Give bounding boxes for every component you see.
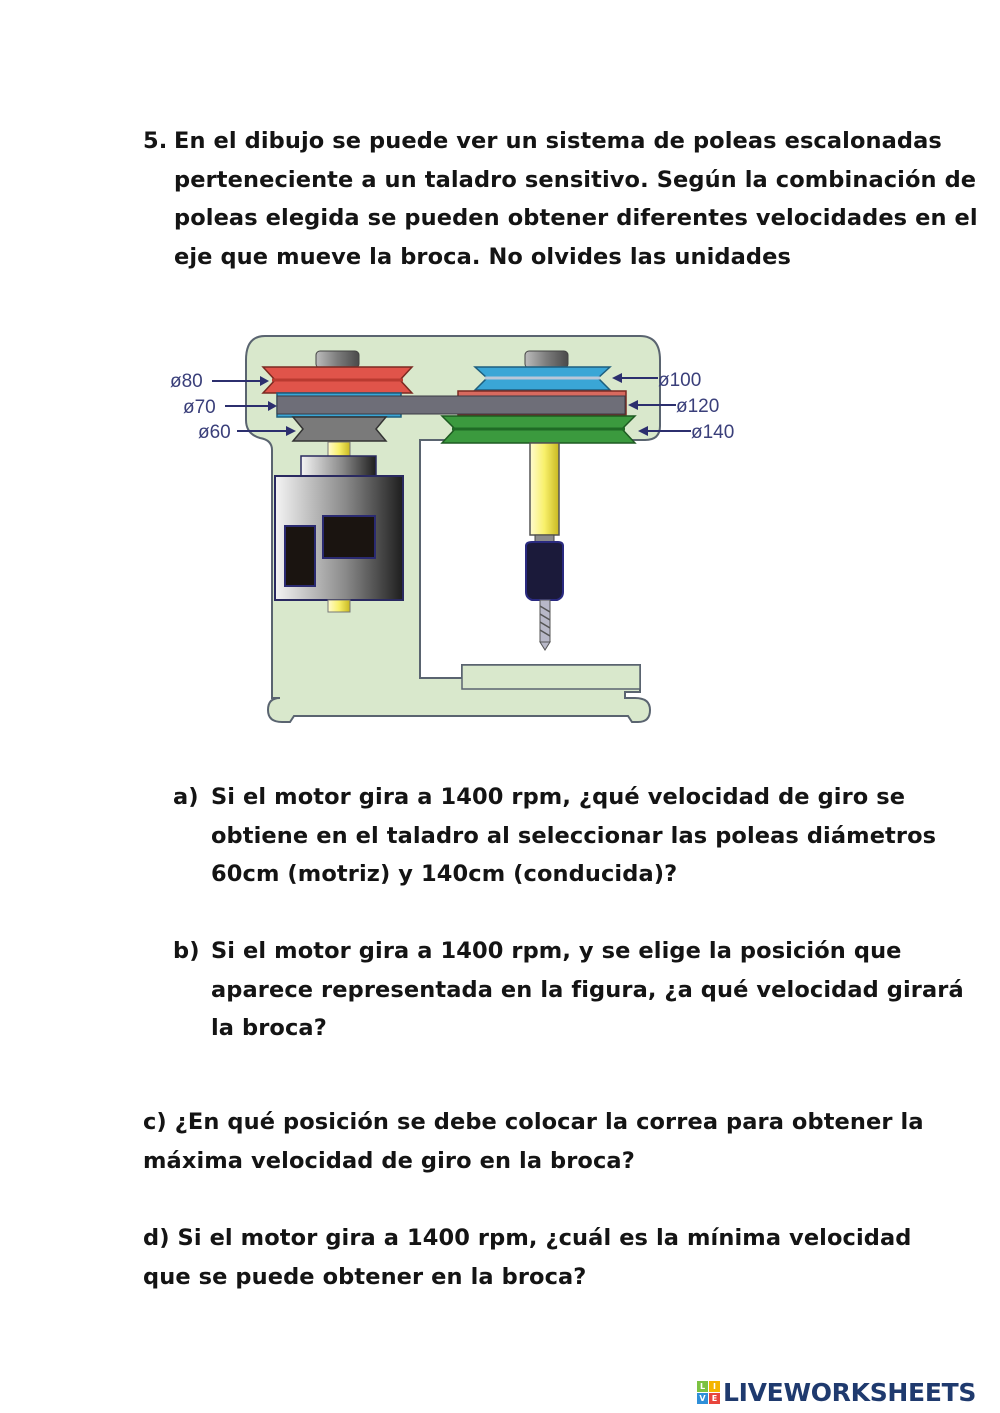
subquestion-d: d) Si el motor gira a 1400 rpm, ¿cuál es… bbox=[143, 1219, 912, 1296]
label-d80: ø80 bbox=[170, 371, 203, 392]
logo-block-i: I bbox=[709, 1380, 720, 1392]
text-line: poleas elegida se pueden obtener diferen… bbox=[174, 205, 978, 231]
label-d100: ø100 bbox=[658, 370, 701, 391]
drill-pulley-labels: ø100 ø120 ø140 bbox=[612, 370, 734, 443]
belt bbox=[276, 395, 626, 415]
question-number: 5. bbox=[143, 128, 168, 154]
logo-block-l: L bbox=[697, 1380, 708, 1392]
text-line: Si el motor gira a 1400 rpm, ¿qué veloci… bbox=[211, 784, 906, 810]
drill-spindle bbox=[525, 442, 564, 651]
subquestion-b: b) Si el motor gira a 1400 rpm, y se eli… bbox=[173, 932, 964, 1048]
subquestion-c: c) ¿En qué posición se debe colocar la c… bbox=[143, 1103, 924, 1180]
live-blocks-icon: L I V E bbox=[697, 1380, 720, 1404]
label-d60: ø60 bbox=[198, 422, 231, 443]
brand-name: LIVEWORKSHEETS bbox=[723, 1377, 977, 1407]
logo-block-e: E bbox=[709, 1392, 720, 1404]
text-line: que se puede obtener en la broca? bbox=[143, 1263, 587, 1290]
motor-nut-icon bbox=[315, 350, 360, 369]
question-5: 5. En el dibujo se puede ver un sistema … bbox=[143, 122, 978, 276]
text-line: máxima velocidad de giro en la broca? bbox=[143, 1147, 635, 1174]
label-d70: ø70 bbox=[183, 397, 216, 418]
label-d140: ø140 bbox=[691, 422, 734, 443]
motor-pulley-labels: ø80 ø70 ø60 bbox=[170, 371, 296, 443]
text-line: c) ¿En qué posición se debe colocar la c… bbox=[143, 1109, 924, 1135]
text-line: aparece representada en la figura, ¿a qu… bbox=[211, 976, 964, 1003]
logo-block-v: V bbox=[697, 1392, 708, 1404]
subquestion-a: a) Si el motor gira a 1400 rpm, ¿qué vel… bbox=[173, 778, 937, 894]
text-line: eje que mueve la broca. No olvides las u… bbox=[174, 243, 791, 270]
text-line: d) Si el motor gira a 1400 rpm, ¿cuál es… bbox=[143, 1225, 912, 1251]
liveworksheets-logo[interactable]: L I V E LIVEWORKSHEETS bbox=[697, 1377, 976, 1407]
question-5-text: En el dibujo se puede ver un sistema de … bbox=[174, 122, 978, 276]
text-line: obtiene en el taladro al seleccionar las… bbox=[211, 822, 937, 849]
label-d120: ø120 bbox=[676, 396, 719, 417]
subquestion-label: a) bbox=[173, 784, 199, 810]
motor bbox=[274, 455, 404, 613]
text-line: Si el motor gira a 1400 rpm, y se elige … bbox=[211, 938, 902, 964]
text-line: la broca? bbox=[211, 1015, 327, 1041]
text-line: En el dibujo se puede ver un sistema de … bbox=[174, 128, 942, 154]
text-line: 60cm (motriz) y 140cm (conducida)? bbox=[211, 861, 678, 887]
text-line: perteneciente a un taladro sensitivo. Se… bbox=[174, 166, 977, 193]
subquestion-label: b) bbox=[173, 938, 200, 964]
drill-nut-icon bbox=[524, 350, 569, 369]
drill-press-diagram: ø80 ø70 ø60 ø100 ø120 ø140 bbox=[160, 330, 760, 730]
